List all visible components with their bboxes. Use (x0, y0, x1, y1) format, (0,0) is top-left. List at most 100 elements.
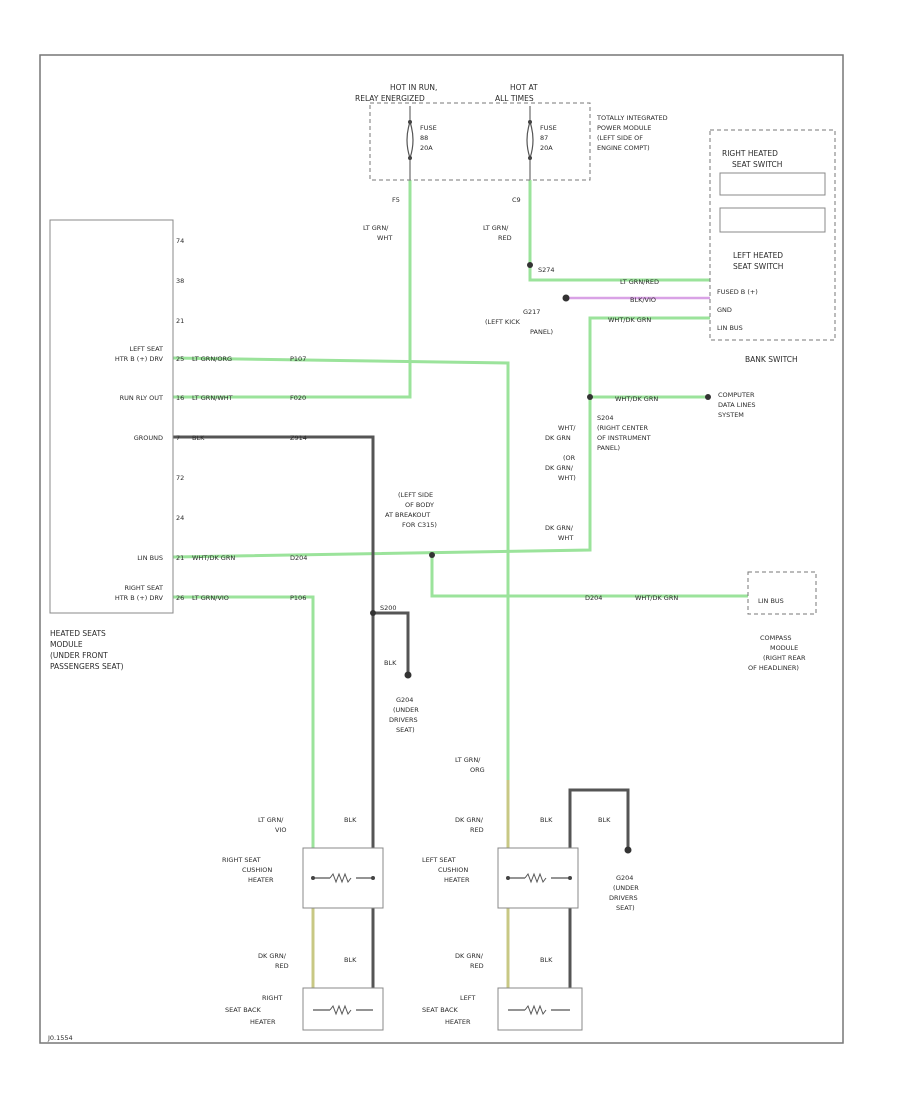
wire-compass (430, 555, 748, 598)
svg-text:(LEFT KICK: (LEFT KICK (485, 318, 521, 326)
module-pin-name: HTR B (+) DRV (115, 594, 164, 602)
module-pin-7: 24 (176, 514, 184, 522)
module-pin-circuit-code: D204 (290, 554, 307, 562)
compass-module-box (747, 571, 817, 615)
wire-label-dk-grn-red-2: DK GRN/ RED (258, 952, 289, 970)
wire-lin-switch (588, 316, 710, 500)
svg-text:DK GRN/: DK GRN/ (258, 952, 287, 960)
svg-text:88: 88 (420, 134, 428, 142)
svg-text:G217: G217 (523, 308, 540, 316)
svg-text:RIGHT HEATED: RIGHT HEATED (722, 149, 778, 158)
svg-text:WHT/: WHT/ (558, 424, 576, 432)
svg-text:DK GRN/: DK GRN/ (545, 524, 574, 532)
compass-module-label: COMPASS MODULE (RIGHT REAR OF HEADLINER) (748, 634, 806, 672)
module-pin-wire-color: LT GRN/WHT (192, 394, 233, 402)
svg-text:DATA LINES: DATA LINES (718, 401, 755, 409)
power-hot-all-2: ALL TIMES (495, 94, 534, 103)
svg-text:HEATER: HEATER (444, 876, 470, 884)
svg-text:(UNDER FRONT: (UNDER FRONT (50, 651, 108, 660)
footer-code: J0.1554 (47, 1034, 73, 1042)
module-pin-name: GROUND (134, 434, 163, 442)
heated-seats-module-label: HEATED SEATS MODULE (UNDER FRONT PASSENG… (50, 629, 124, 671)
wire-p107 (172, 356, 510, 780)
svg-text:(LEFT SIDE: (LEFT SIDE (398, 491, 433, 499)
svg-text:MODULE: MODULE (770, 644, 798, 652)
ground-g217-label: G217 (LEFT KICK PANEL) (485, 308, 553, 336)
wire-label-dk-grn-wht: DK GRN/ WHT (545, 524, 574, 542)
module-pin-1: 38 (176, 277, 184, 285)
svg-text:SEAT BACK: SEAT BACK (225, 1006, 262, 1014)
svg-text:RED: RED (498, 234, 512, 242)
power-hot-run-1: HOT IN RUN, (390, 83, 437, 92)
switch-pin-labels: FUSED B (+) GND LIN BUS (717, 288, 758, 332)
wire-label-compass-code: D204 (585, 594, 602, 602)
splice-s274-label: S274 (538, 266, 555, 274)
svg-text:RED: RED (275, 962, 289, 970)
svg-text:FUSE: FUSE (540, 124, 557, 132)
diagram-frame (39, 54, 844, 1044)
module-pin-number: 72 (176, 474, 184, 482)
ground-g204-b (624, 846, 632, 854)
bank-switch-label: BANK SWITCH (745, 355, 798, 364)
svg-text:PANEL): PANEL) (597, 444, 620, 452)
wire-label-lt-grn-vio: LT GRN/ VIO (258, 816, 286, 834)
svg-text:VIO: VIO (275, 826, 286, 834)
wire-label-s204: WHT/DK GRN (615, 395, 658, 403)
left-seat-back-heater: LEFT SEAT BACK HEATER (422, 987, 583, 1031)
svg-text:87: 87 (540, 134, 548, 142)
svg-text:(RIGHT REAR: (RIGHT REAR (763, 654, 806, 662)
module-pin-number: 25 (176, 355, 184, 363)
module-pin-wire-color: BLK (192, 434, 205, 442)
splice-s204 (587, 394, 593, 400)
svg-text:COMPASS: COMPASS (760, 634, 791, 642)
wire-lin-module (172, 500, 592, 559)
svg-text:DK GRN/: DK GRN/ (545, 464, 574, 472)
tipm-box (369, 102, 591, 181)
module-pin-name: RIGHT SEAT (124, 584, 163, 592)
svg-text:RIGHT: RIGHT (262, 994, 282, 1002)
left-seat-cushion-heater: LEFT SEAT CUSHION HEATER (422, 847, 579, 909)
svg-text:(UNDER: (UNDER (393, 706, 419, 714)
tipm-label: TOTALLY INTEGRATED POWER MODULE (LEFT SI… (596, 114, 668, 152)
svg-text:DK GRN: DK GRN (545, 434, 571, 442)
wire-g204-b (568, 788, 630, 860)
svg-text:DK GRN/: DK GRN/ (455, 816, 484, 824)
wire-s274-switch (528, 265, 710, 282)
wire-label-lt-grn-org: LT GRN/ ORG (455, 756, 485, 774)
svg-text:RIGHT SEAT: RIGHT SEAT (222, 856, 261, 864)
svg-text:RED: RED (470, 826, 484, 834)
wire-z914 (173, 435, 375, 860)
module-pin-wire-color: LT GRN/ORG (192, 355, 232, 363)
wire-label-s274: LT GRN/RED (620, 278, 659, 286)
wire-label-blk-2: BLK (540, 816, 553, 824)
fuse-87: FUSE 87 20A (526, 106, 557, 180)
svg-text:(LEFT SIDE OF: (LEFT SIDE OF (597, 134, 643, 142)
svg-text:FUSED B (+): FUSED B (+) (717, 288, 758, 296)
ground-g204-b-label: G204 (UNDER DRIVERS SEAT) (609, 874, 639, 912)
svg-text:ORG: ORG (470, 766, 485, 774)
svg-text:LT GRN/: LT GRN/ (258, 816, 284, 824)
svg-text:SEAT SWITCH: SEAT SWITCH (732, 160, 782, 169)
svg-text:DRIVERS: DRIVERS (609, 894, 638, 902)
right-heated-seat-switch: RIGHT HEATED SEAT SWITCH (719, 149, 826, 233)
svg-text:SEAT): SEAT) (616, 904, 635, 912)
left-heated-seat-switch: LEFT HEATED SEAT SWITCH (733, 251, 783, 271)
splice-s204-label: S204 (RIGHT CENTER OF INSTRUMENT PANEL) (597, 414, 651, 452)
svg-text:MODULE: MODULE (50, 640, 83, 649)
svg-text:FUSE: FUSE (420, 124, 437, 132)
pin-c9: C9 (512, 196, 521, 204)
module-pin-2: 21 (176, 317, 184, 325)
pin-f5: F5 (392, 196, 400, 204)
module-pin-circuit-code: Z914 (290, 434, 307, 442)
wire-label-dk-grn-red-1: DK GRN/ RED (455, 816, 484, 834)
svg-text:WHT: WHT (377, 234, 392, 242)
right-seat-back-heater: RIGHT SEAT BACK HEATER (225, 987, 384, 1031)
wire-label-compass: WHT/DK GRN (635, 594, 678, 602)
svg-text:HEATER: HEATER (445, 1018, 471, 1026)
module-pin-name: LEFT SEAT (129, 345, 163, 353)
module-pin-6: 72 (176, 474, 184, 482)
svg-text:20A: 20A (420, 144, 433, 152)
heated-seats-module-box (49, 219, 174, 614)
